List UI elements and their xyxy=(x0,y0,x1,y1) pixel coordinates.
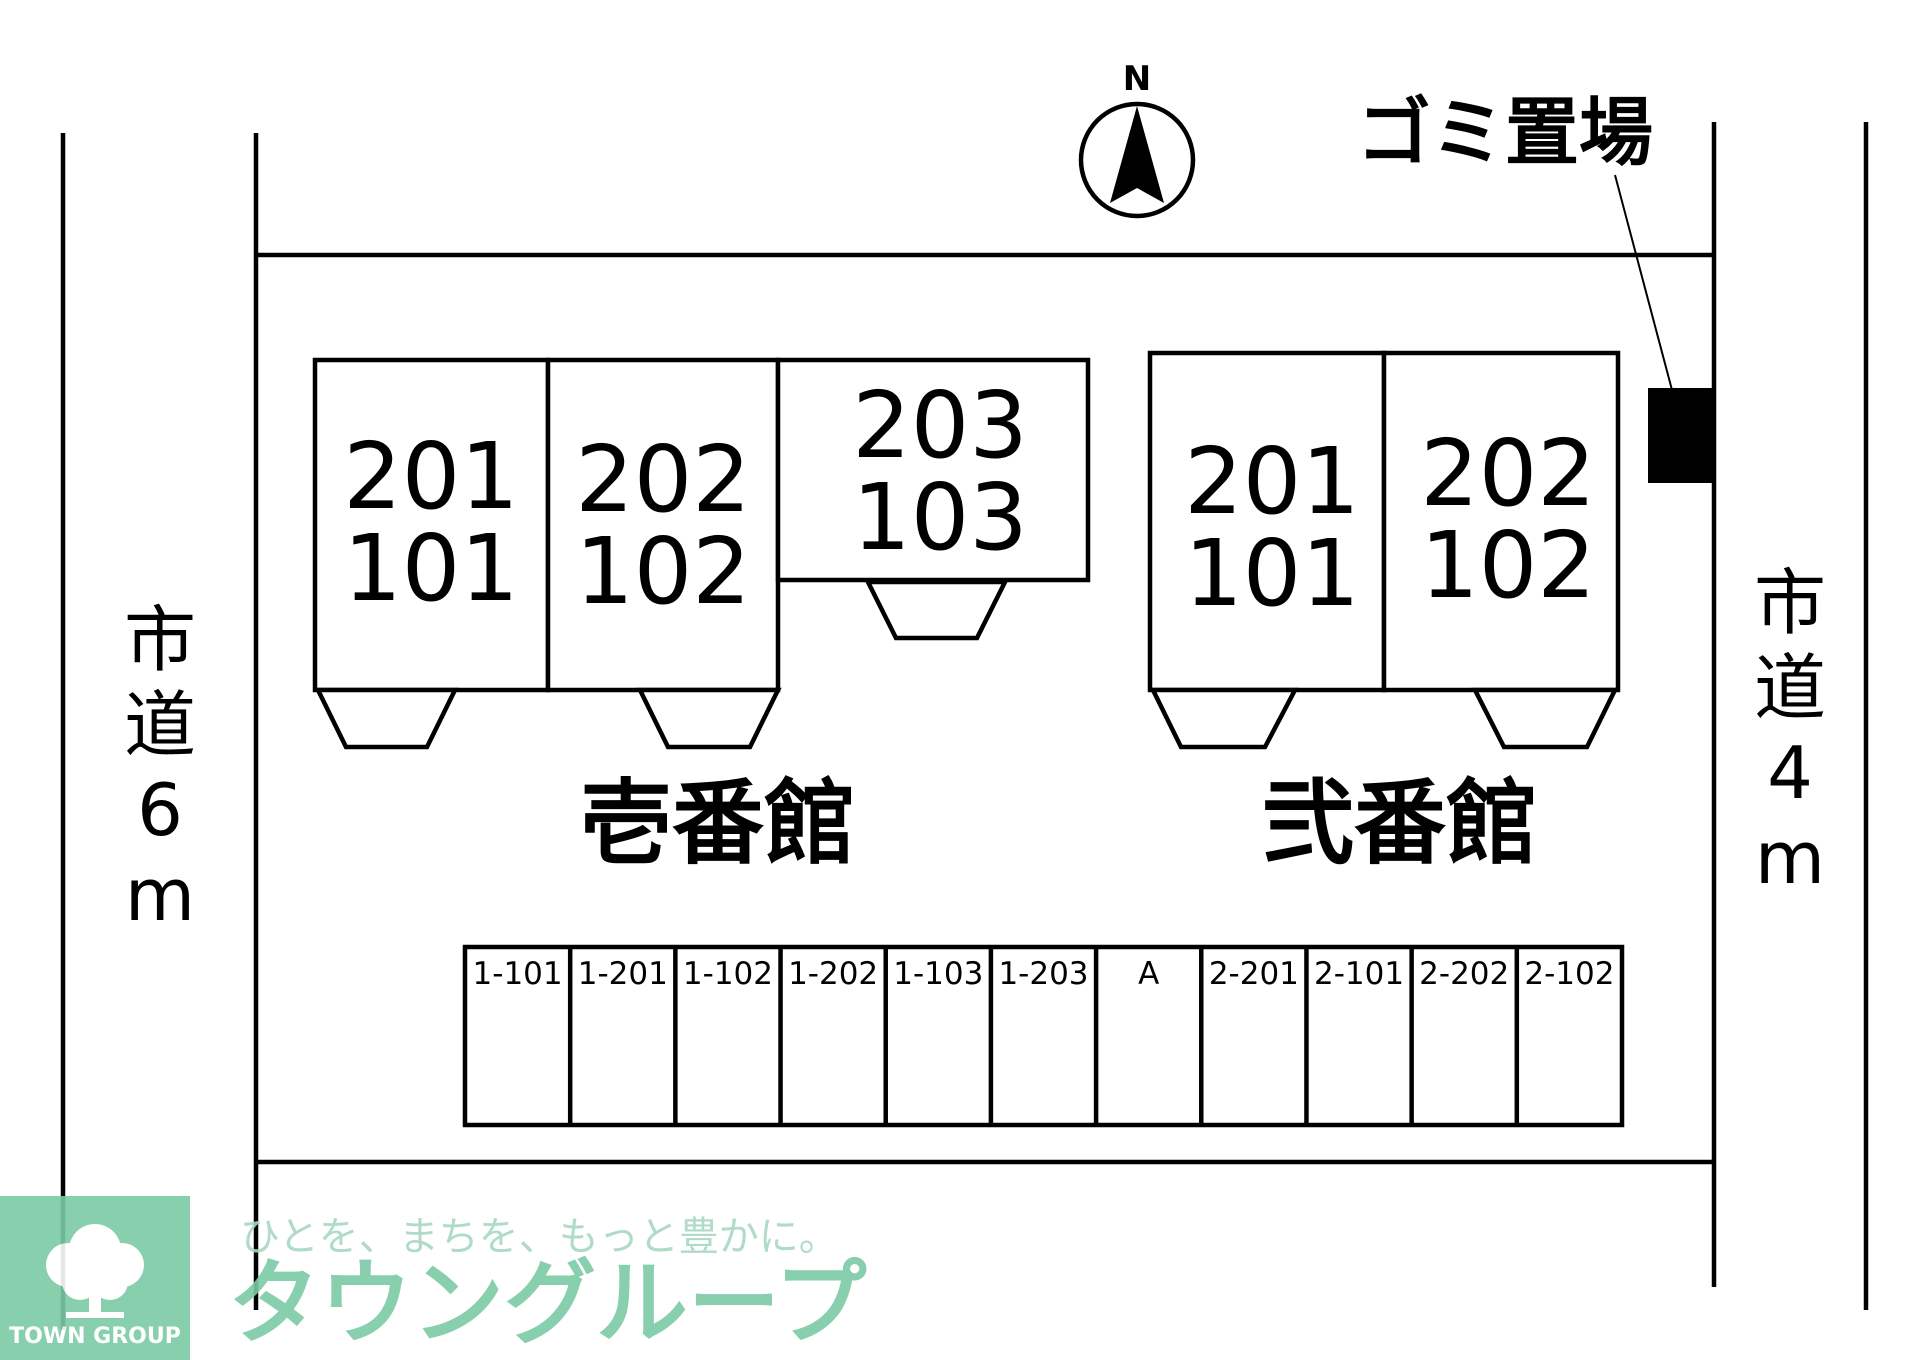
unit-number: 101 xyxy=(1184,520,1360,627)
building-2-name: 弐番館 xyxy=(1262,770,1538,877)
building-1-name: 壱番館 xyxy=(580,770,856,877)
unit-number: 103 xyxy=(852,464,1028,571)
town-group-logo-text: TOWN GROUP xyxy=(9,1324,181,1349)
east-road-label: 市 道 4 m xyxy=(1754,561,1826,900)
unit-number: 102 xyxy=(575,518,751,625)
unit-number: 201 xyxy=(1184,428,1360,535)
compass-label: N xyxy=(1123,59,1151,99)
watermark-brand: タウングループ xyxy=(228,1250,866,1357)
unit-number: 101 xyxy=(343,515,519,622)
north-arrow-icon: N xyxy=(1078,59,1196,219)
parking-space-label: 1-103 xyxy=(893,956,983,992)
parking-space-label: 1-201 xyxy=(578,956,668,992)
parking-area: 1-101 1-201 1-102 1-202 1-103 1-203 A 2-201 2-10… xyxy=(462,944,1625,1128)
parking-space-label: 2-202 xyxy=(1419,956,1509,992)
west-road-char: 市 xyxy=(124,598,196,682)
parking-space-label: 2-101 xyxy=(1314,956,1404,992)
east-road-char: 道 xyxy=(1754,646,1826,730)
unit-number: 202 xyxy=(575,426,751,533)
garbage-area-box xyxy=(1648,388,1714,483)
parking-outline xyxy=(462,944,1625,1128)
watermark: TOWN GROUP ひとを、まちを、もっと豊かに。 タウングループ xyxy=(0,1196,866,1360)
building-1: 201 101 202 102 203 103 壱番館 xyxy=(312,357,1091,877)
parking-space-label: 1-102 xyxy=(683,956,773,992)
balcony xyxy=(864,579,1009,641)
parking-space-label: 1-203 xyxy=(998,956,1088,992)
parking-space-label: 2-201 xyxy=(1209,956,1299,992)
unit-number: 102 xyxy=(1420,512,1596,619)
watermark-tagline: ひとを、まちを、もっと豊かに。 xyxy=(240,1214,839,1260)
west-road-char: 6 xyxy=(137,768,183,852)
garbage-area-label: ゴミ置場 xyxy=(1357,90,1653,176)
parking-space-label: 1-202 xyxy=(788,956,878,992)
east-road-char: 4 xyxy=(1767,731,1813,815)
parking-space-label: 2-102 xyxy=(1524,956,1614,992)
west-road-char: m xyxy=(125,853,195,937)
unit-block xyxy=(312,357,551,693)
building-2: 201 101 202 102 弐番館 xyxy=(1147,350,1621,877)
balcony xyxy=(314,687,459,750)
east-road-char: 市 xyxy=(1754,561,1826,645)
parking-space-label: A xyxy=(1138,956,1159,992)
west-road-label: 市 道 6 m xyxy=(124,598,196,937)
unit-number: 203 xyxy=(852,372,1028,479)
unit-block xyxy=(545,357,781,693)
east-road-char: m xyxy=(1755,816,1825,900)
garbage-leader-line xyxy=(1614,174,1673,391)
balcony xyxy=(1471,687,1619,750)
balcony xyxy=(636,687,782,750)
parking-space-label: 1-101 xyxy=(473,956,563,992)
unit-number: 202 xyxy=(1420,420,1596,527)
unit-number: 201 xyxy=(343,423,519,530)
balcony xyxy=(1149,687,1299,750)
tree-icon xyxy=(46,1224,144,1318)
west-road-char: 道 xyxy=(124,683,196,767)
